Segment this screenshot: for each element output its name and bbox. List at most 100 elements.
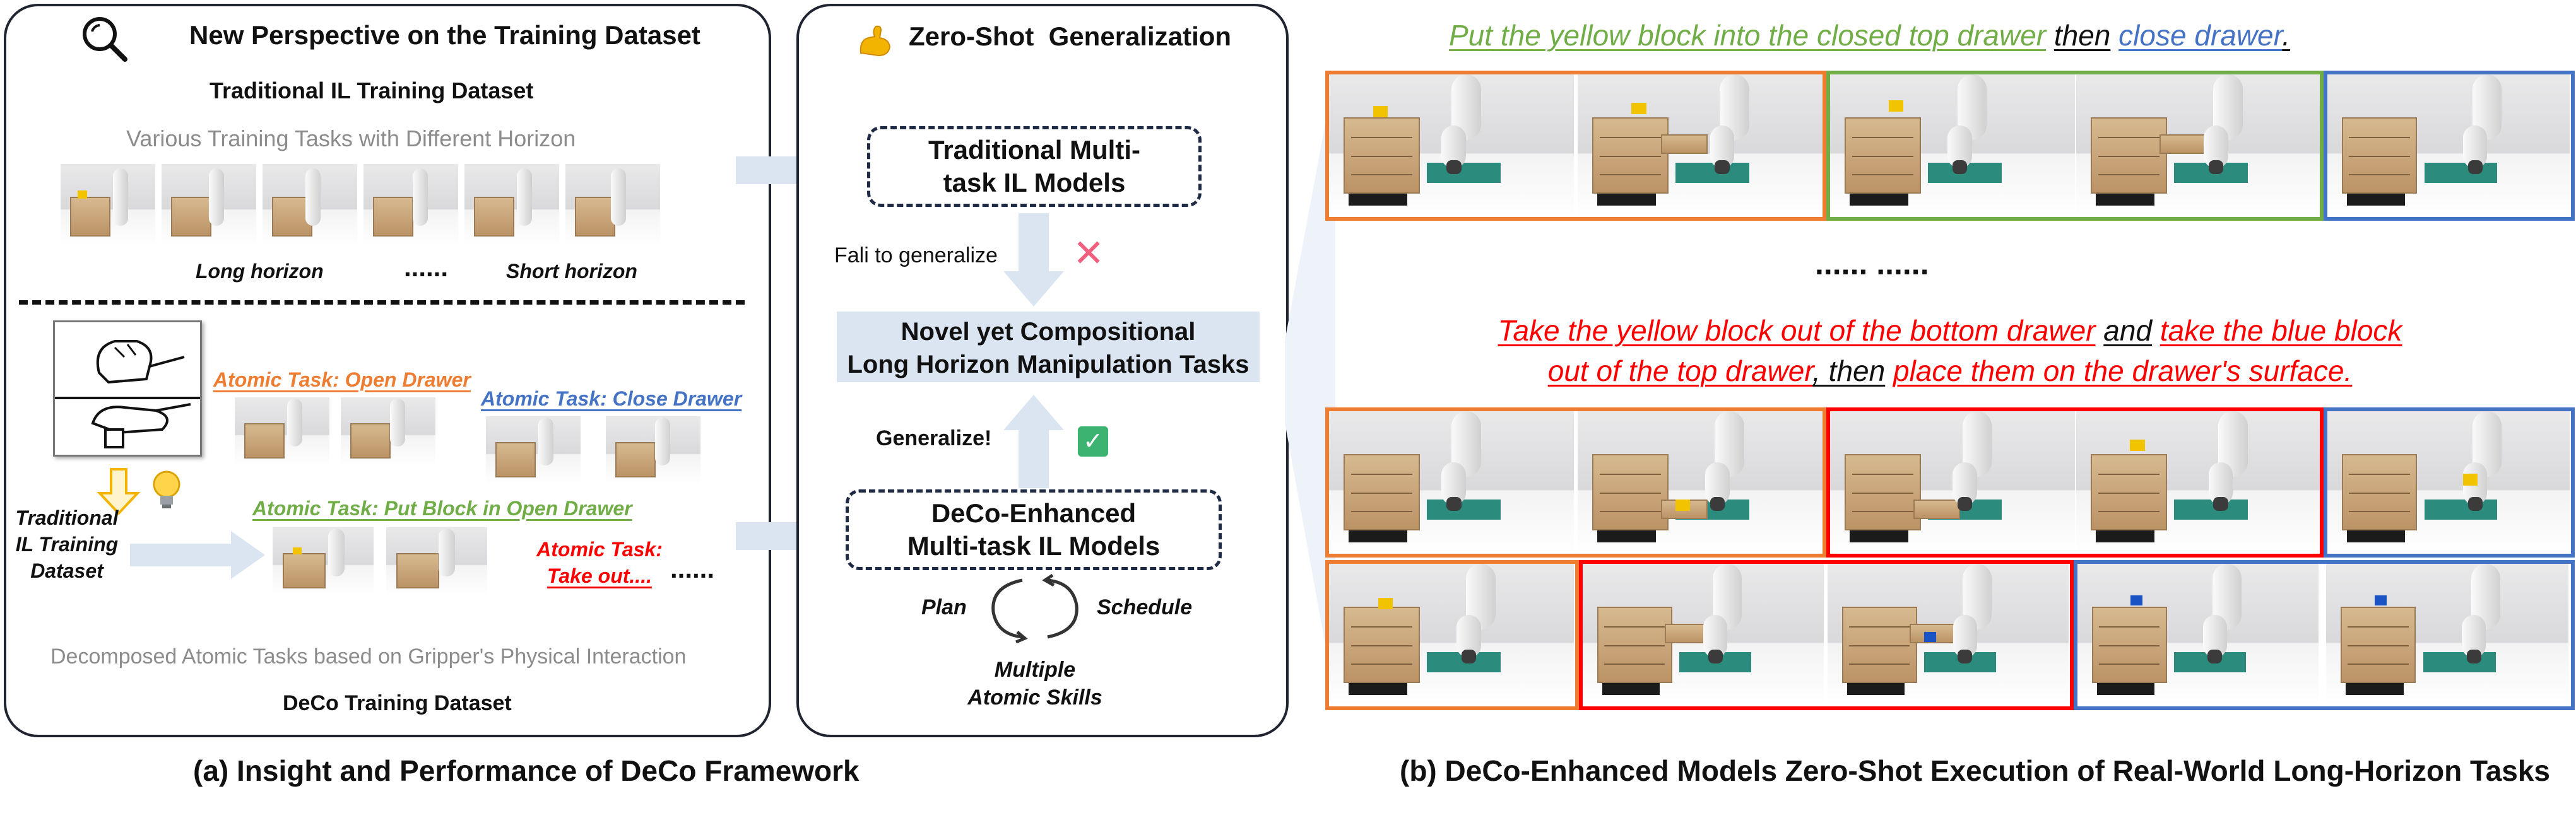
skills-line2: Atomic Skills bbox=[967, 686, 1102, 710]
gripper-hand-icon bbox=[55, 340, 200, 448]
schedule-label: Schedule bbox=[1097, 595, 1193, 619]
lightbulb-icon bbox=[153, 470, 180, 508]
task2-and: and bbox=[2103, 314, 2153, 347]
atomic-takeout-line1: Atomic Task: bbox=[536, 538, 663, 561]
task2-part1: Take the yellow block out of the bottom … bbox=[1498, 314, 2096, 347]
atomic-put-label: Atomic Task: Put Block in Open Drawer bbox=[252, 494, 632, 522]
thumb-short-1 bbox=[464, 164, 559, 246]
row2-orange-frame bbox=[1325, 407, 1826, 558]
task1-part2: close drawer bbox=[2118, 19, 2283, 52]
deco-models-box: DeCo-Enhanced Multi-task IL Models bbox=[846, 489, 1222, 570]
novel-tasks-box: Novel yet Compositional Long Horizon Man… bbox=[837, 312, 1260, 382]
thumb-long-2 bbox=[162, 164, 256, 246]
fail-cross-icon: ✕ bbox=[1073, 232, 1105, 274]
novel-tasks-line2: Long Horizon Manipulation Tasks bbox=[847, 351, 1250, 378]
thumb-close-1 bbox=[486, 416, 581, 484]
ellipsis-top: ...... bbox=[404, 252, 449, 282]
robot-scene-image bbox=[2076, 74, 2321, 217]
caption-b: (b) DeCo-Enhanced Models Zero-Shot Execu… bbox=[1400, 754, 2551, 787]
short-horizon-label: Short horizon bbox=[506, 260, 637, 283]
robot-scene-image bbox=[1828, 564, 2069, 706]
left-panel-title: New Perspective on the Training Dataset bbox=[189, 20, 700, 50]
skills-line1: Multiple bbox=[994, 658, 1076, 682]
thumb-close-2 bbox=[606, 416, 700, 484]
atomic-takeout-line2: Take out.... bbox=[547, 564, 652, 587]
robot-scene-image bbox=[2077, 564, 2319, 706]
task2-part4: place them on the drawer's surface. bbox=[1893, 354, 2353, 387]
atomic-put-text: Atomic Task: Put Block in Open Drawer bbox=[252, 497, 632, 520]
thumb-long-1 bbox=[61, 164, 155, 246]
task2-instruction: Take the yellow block out of the bottom … bbox=[1388, 310, 2512, 391]
long-horizon-label: Long horizon bbox=[196, 260, 324, 283]
middle-dots: ...... ...... bbox=[1815, 246, 1929, 281]
atomic-takeout-label: Atomic Task: Take out.... bbox=[536, 536, 663, 589]
traditional-il-dataset-label: Traditional IL Training Dataset bbox=[15, 506, 119, 582]
robot-scene-image bbox=[1329, 74, 1574, 217]
row3-blue-frame bbox=[2074, 560, 2575, 710]
task2-part3: out of the top drawer bbox=[1547, 354, 1813, 387]
robot-scene-image bbox=[1583, 564, 1824, 706]
caption-a: (a) Insight and Performance of DeCo Fram… bbox=[193, 754, 860, 787]
left-panel-divider bbox=[19, 300, 745, 305]
thumb-put-1 bbox=[273, 527, 374, 595]
novel-tasks-line1: Novel yet Compositional bbox=[901, 318, 1196, 346]
fail-label: Fali to generalize bbox=[834, 243, 998, 267]
thumb-open-1 bbox=[235, 397, 329, 465]
plan-label: Plan bbox=[921, 595, 967, 619]
task1-part1: Put the yellow block into the closed top… bbox=[1449, 19, 2047, 52]
robot-scene-image bbox=[1329, 564, 1574, 706]
task1-then: then bbox=[2053, 19, 2111, 52]
robot-scene-image bbox=[2326, 564, 2568, 706]
thumb-short-2 bbox=[565, 164, 660, 246]
robot-scene-image bbox=[2327, 74, 2570, 217]
up-arrow-generalize-icon bbox=[1003, 395, 1064, 488]
atomic-close-text: Atomic Task: Close Drawer bbox=[481, 387, 742, 410]
robot-scene-image bbox=[1329, 411, 1574, 554]
robot-scene-image bbox=[2327, 411, 2570, 554]
row3-orange-frame bbox=[1325, 560, 1579, 710]
decomposed-tasks-text: Decomposed Atomic Tasks based on Gripper… bbox=[50, 645, 687, 669]
thumb-long-4 bbox=[363, 164, 458, 246]
atomic-close-label: Atomic Task: Close Drawer bbox=[481, 385, 741, 412]
middle-panel-title: Zero-Shot Generalization bbox=[909, 21, 1232, 51]
deco-dataset-label: DeCo Training Dataset bbox=[283, 691, 512, 715]
robot-scene-image bbox=[1830, 74, 2075, 217]
generalize-label: Generalize! bbox=[876, 426, 992, 450]
right-arrow-small-icon bbox=[130, 531, 265, 579]
task1-instruction: Put the yellow block into the closed top… bbox=[1449, 16, 2459, 54]
deco-models-line1: DeCo-Enhanced bbox=[931, 498, 1137, 528]
robot-scene-image bbox=[1578, 411, 1823, 554]
traditional-models-text: Traditional Multi-task IL Models bbox=[928, 135, 1140, 197]
various-tasks-text: Various Training Tasks with Different Ho… bbox=[126, 126, 576, 151]
projection-wedge bbox=[1285, 69, 1335, 700]
thumb-long-3 bbox=[263, 164, 357, 246]
thumb-open-2 bbox=[341, 397, 435, 465]
check-icon: ✓ bbox=[1078, 426, 1108, 457]
row2-red-frame bbox=[1826, 407, 2324, 558]
row3-red-frame bbox=[1579, 560, 2074, 710]
ellipsis-bottom: ...... bbox=[670, 554, 715, 583]
row1-orange-frame bbox=[1325, 71, 1826, 221]
thumb-put-2 bbox=[386, 527, 487, 595]
task2-part2: take the blue block bbox=[2159, 314, 2402, 347]
row1-green-frame bbox=[1826, 71, 2324, 221]
magnifier-icon bbox=[83, 17, 127, 62]
down-arrow-fail-icon bbox=[1003, 213, 1064, 307]
robot-scene-image bbox=[2076, 411, 2321, 554]
multiple-skills-label: Multiple Atomic Skills bbox=[940, 656, 1130, 711]
deco-models-line2: Multi-task IL Models bbox=[907, 531, 1161, 561]
task2-then: , then bbox=[1812, 354, 1886, 387]
task1-end: . bbox=[2282, 19, 2291, 52]
atomic-open-label: Atomic Task: Open Drawer bbox=[213, 366, 471, 394]
row1-blue-frame bbox=[2324, 71, 2575, 221]
atomic-open-text: Atomic Task: Open Drawer bbox=[213, 368, 471, 391]
robot-scene-image bbox=[1830, 411, 2075, 554]
row2-blue-frame bbox=[2324, 407, 2575, 558]
down-arrow-icon bbox=[97, 468, 141, 515]
traditional-models-box: Traditional Multi-task IL Models bbox=[867, 126, 1202, 207]
cycle-arrows-icon bbox=[991, 574, 1078, 643]
robot-scene-image bbox=[1578, 74, 1823, 217]
traditional-dataset-subtitle: Traditional IL Training Dataset bbox=[210, 78, 534, 103]
gripper-illustration bbox=[53, 320, 202, 457]
flexed-arm-icon bbox=[860, 25, 891, 57]
